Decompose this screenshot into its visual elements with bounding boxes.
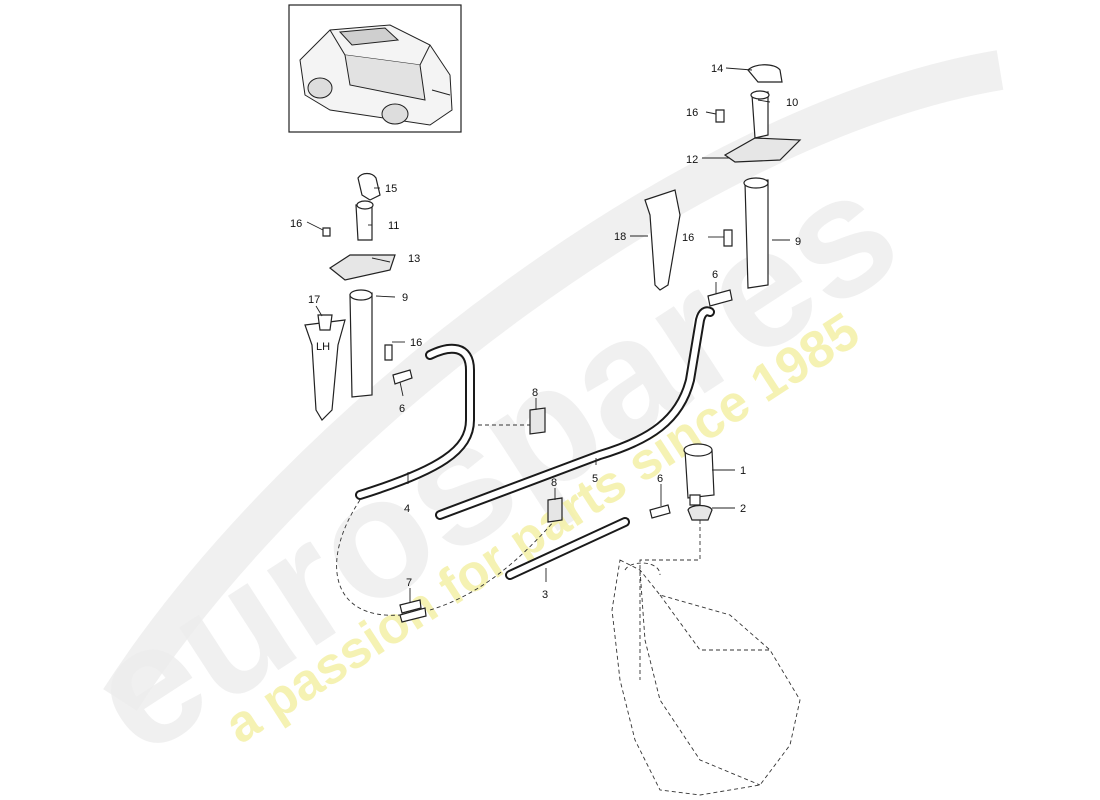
callout-17: 17 xyxy=(308,294,320,306)
right-connector xyxy=(707,289,733,307)
callout-2: 2 xyxy=(740,503,746,515)
callout-6: 6 xyxy=(399,403,405,415)
callout-16: 16 xyxy=(290,218,302,230)
callout-14: 14 xyxy=(711,63,723,75)
callout-16: 16 xyxy=(686,107,698,119)
callout-5: 5 xyxy=(592,473,598,485)
right-seal-plate xyxy=(723,137,802,163)
callout-15: 15 xyxy=(385,183,397,195)
callout-12: 12 xyxy=(686,154,698,166)
right-telescopic-cylinder xyxy=(744,179,769,289)
hose-clip-upper xyxy=(529,407,546,435)
callout-9: 9 xyxy=(795,236,801,248)
left-nozzle-head xyxy=(355,204,373,241)
suv-vehicle-icon xyxy=(299,24,453,126)
washer-pump xyxy=(684,449,715,499)
washer-reservoir xyxy=(611,559,801,796)
nozzle-lh-label: LH xyxy=(316,341,330,353)
callout-9: 9 xyxy=(402,292,408,304)
callout-7: 7 xyxy=(406,577,412,589)
watermark-brand: eurospares xyxy=(57,132,929,791)
hose-clip-lower xyxy=(547,497,563,523)
callout-6: 6 xyxy=(657,473,663,485)
pump-grommet xyxy=(687,504,713,521)
left-seal-plate xyxy=(328,254,396,281)
left-washer-cap xyxy=(357,172,381,201)
left-connector xyxy=(392,369,413,385)
callout-8: 8 xyxy=(551,477,557,489)
callout-8: 8 xyxy=(532,387,538,399)
callout-10: 10 xyxy=(786,97,798,109)
vehicle-inset xyxy=(288,4,462,133)
callout-1: 1 xyxy=(740,465,746,477)
callout-16: 16 xyxy=(682,232,694,244)
routing-lines xyxy=(336,424,701,680)
right-nozzle-bracket xyxy=(644,189,681,291)
pump-assembly xyxy=(399,407,715,623)
leader-lines xyxy=(306,67,790,602)
hose-lines xyxy=(355,306,715,580)
left-washer-assembly: LH xyxy=(304,172,413,421)
callout-13: 13 xyxy=(408,253,420,265)
right-washer-cap xyxy=(747,64,783,83)
right-washer-assembly xyxy=(644,64,802,307)
left-telescopic-cylinder xyxy=(349,292,373,398)
callout-11: 11 xyxy=(388,220,399,232)
callouts: 14 10 16 12 15 16 11 13 18 16 9 6 17 9 1… xyxy=(290,63,801,601)
watermark: eurospares a passion for parts since 198… xyxy=(57,50,1004,791)
callout-6: 6 xyxy=(712,269,718,281)
y-connector-upper xyxy=(399,599,422,614)
callout-3: 3 xyxy=(542,589,548,601)
callout-18: 18 xyxy=(614,231,626,243)
callout-4: 4 xyxy=(404,503,410,515)
y-connector-lower xyxy=(399,607,427,623)
callout-16: 16 xyxy=(410,337,422,349)
left-nozzle-bracket xyxy=(304,319,346,421)
pump-connector xyxy=(649,504,671,519)
